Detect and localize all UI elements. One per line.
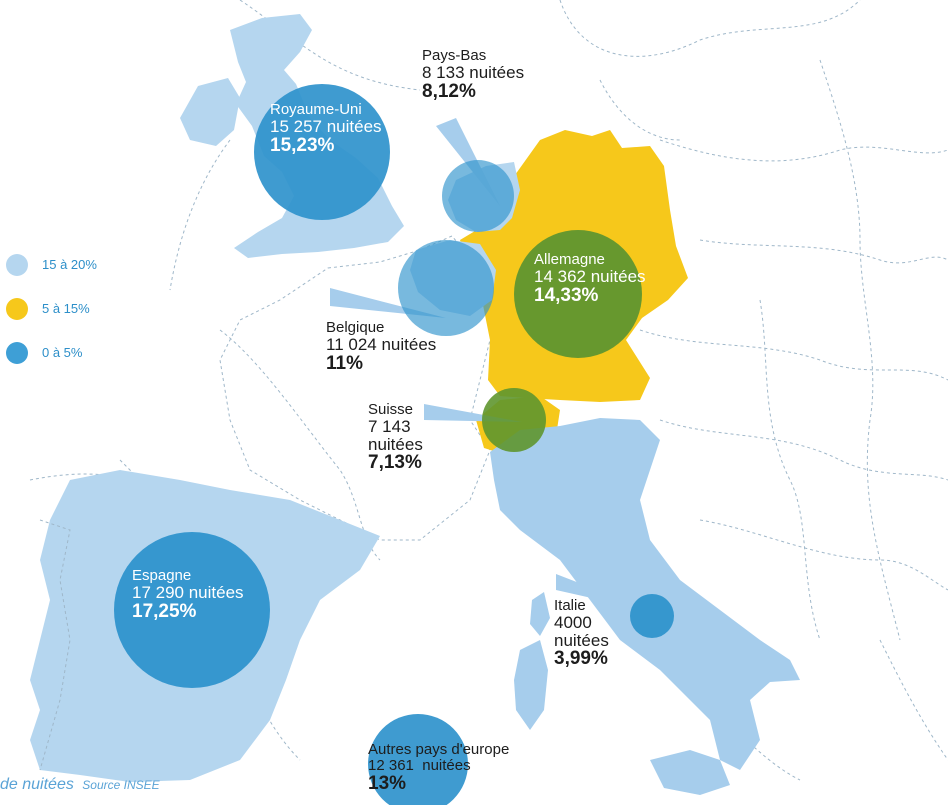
country-nights-word: nuitées [368, 434, 423, 454]
country-percent: 7,13% [368, 452, 422, 474]
country-nights: 4000 [554, 612, 592, 632]
legend-swatch [6, 298, 28, 320]
country-nights-word: nuitées [554, 630, 609, 650]
country-percent: 14,33% [534, 284, 599, 306]
country-nights: 7 143 [368, 416, 411, 436]
footer-text: de nuitées [0, 776, 74, 793]
label-suisse: Suisse 7 143 nuitées 7,13% [368, 402, 423, 473]
country-name: Espagne [132, 567, 192, 584]
country-nights-number: 12 361 [368, 756, 414, 774]
legend-swatch [6, 254, 28, 276]
country-percent: 11% [326, 352, 363, 374]
label-pays-bas: Pays-Bas 8 133 nuitées 8,12% [422, 48, 524, 102]
label-belgique: Belgique 11 024 nuitées 11% [326, 320, 436, 374]
label-espagne: Espagne 17 290 nuitées 17,25% [132, 568, 244, 622]
country-nights: 14 362 nuitées [534, 266, 646, 286]
ireland-shape [180, 78, 240, 146]
sardinia-shape [514, 640, 548, 730]
corsica-shape [530, 592, 550, 636]
country-percent: 8,12% [422, 80, 476, 102]
france-shape [219, 235, 501, 541]
country-percent: 15,23% [270, 134, 335, 156]
bubble-suisse [482, 388, 546, 452]
bubble-espagne [114, 532, 270, 688]
legend-swatch [6, 342, 28, 364]
country-name: Autres pays d'europe [368, 741, 510, 758]
footer-caption: de nuitées Source INSEE [0, 776, 160, 794]
country-name: Suisse [368, 401, 414, 418]
country-name: Italie [554, 597, 586, 614]
bubble-royaume-uni [254, 84, 390, 220]
bubble-pays-bas [442, 160, 514, 232]
country-nights: 11 024 nuitées [326, 334, 437, 354]
legend-label: 0 à 5% [42, 345, 83, 360]
country-name: Pays-Bas [422, 47, 487, 64]
bubble-belgique [398, 240, 494, 336]
bubble-italie [630, 594, 674, 638]
country-nights: 15 257 nuitées [270, 116, 382, 136]
footer-source: Source INSEE [82, 778, 160, 792]
country-percent: 17,25% [132, 600, 197, 622]
label-autres-pays: Autres pays d'europe 12 361 nuitées 13% [368, 742, 509, 793]
country-nights: 17 290 nuitées [132, 582, 244, 602]
country-name: Allemagne [534, 251, 605, 268]
country-name: Belgique [326, 319, 385, 336]
label-royaume-uni: Royaume-Uni 15 257 nuitées 15,23% [270, 102, 382, 156]
country-percent: 3,99% [554, 648, 608, 670]
country-nights: 8 133 nuitées [422, 62, 525, 82]
country-nights: 12 361 nuitées [368, 756, 509, 774]
sicily-shape [650, 750, 730, 795]
label-italie: Italie 4000 nuitées 3,99% [554, 598, 609, 669]
country-name: Royaume-Uni [270, 101, 362, 118]
country-nights-word: nuitées [422, 756, 471, 774]
country-percent: 13% [368, 772, 407, 794]
legend-label: 5 à 15% [42, 301, 90, 316]
bubble-allemagne [514, 230, 642, 358]
label-allemagne: Allemagne 14 362 nuitées 14,33% [534, 252, 646, 306]
portugal-border [39, 519, 71, 771]
pointer-italie [556, 574, 654, 612]
italy-shape [490, 418, 800, 770]
legend-label: 15 à 20% [42, 257, 97, 272]
bubble-autres [368, 714, 468, 805]
